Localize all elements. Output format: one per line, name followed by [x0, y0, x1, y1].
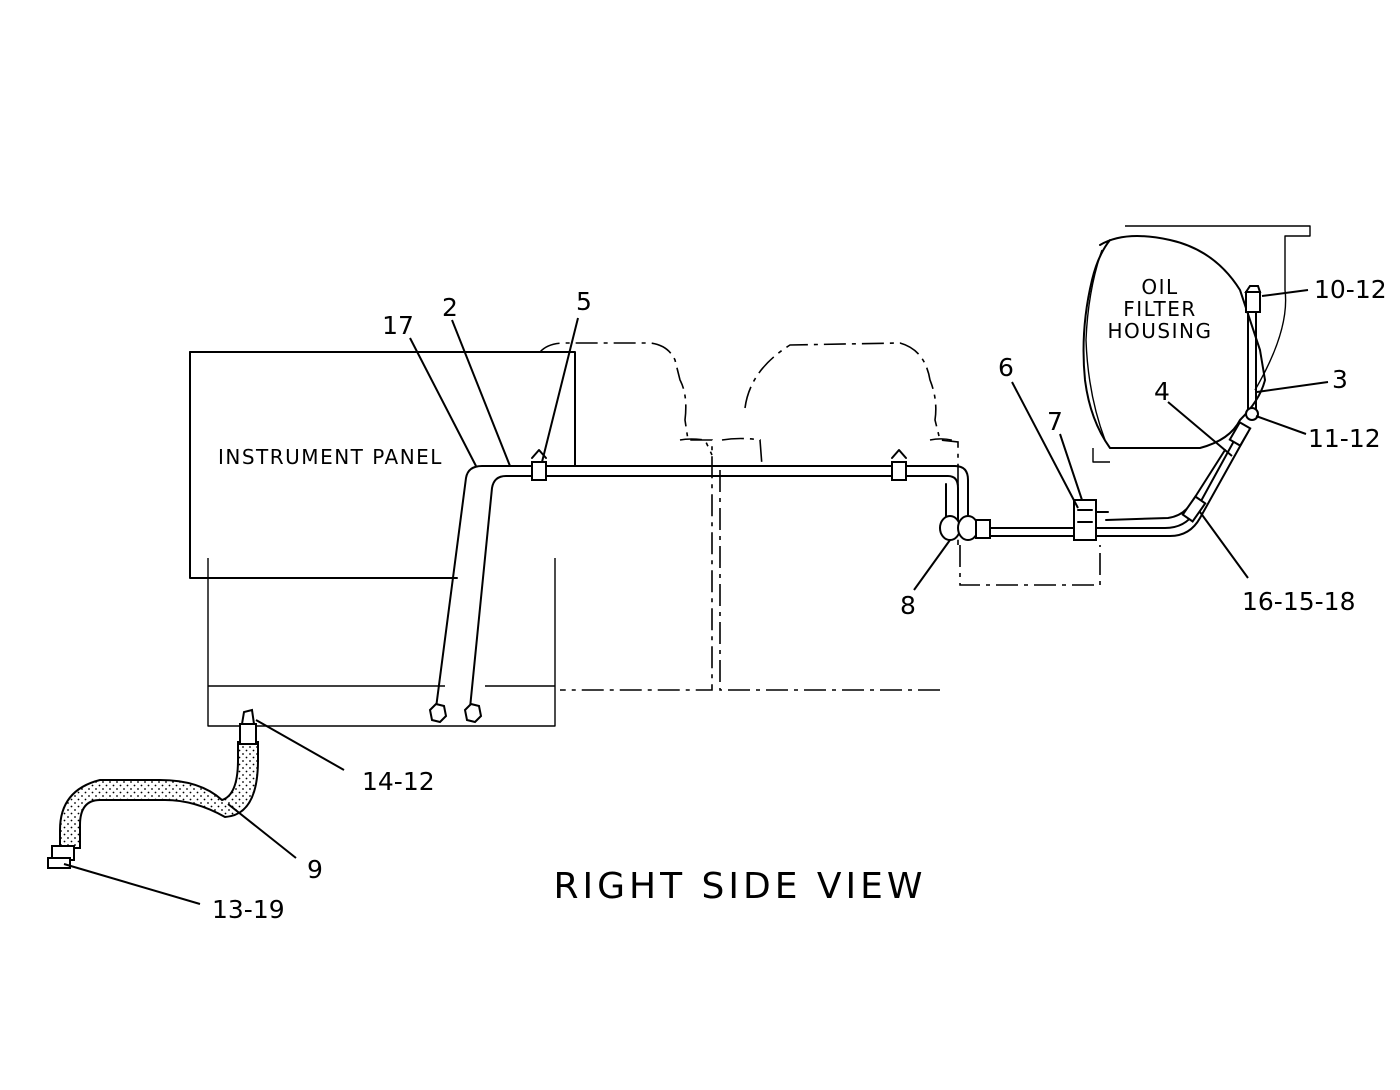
callout-14-12: 14-12	[362, 767, 435, 796]
oil-filter-label-line1: OIL	[1141, 275, 1178, 299]
callout-4: 4	[1154, 377, 1170, 406]
drawing-title: RIGHT SIDE VIEW	[554, 866, 927, 907]
tube-assembly-3-4	[1095, 285, 1262, 537]
engine-outline	[539, 342, 1101, 691]
tube-assembly-2-17	[428, 465, 969, 724]
callout-3: 3	[1332, 365, 1348, 394]
instrument-panel-label: INSTRUMENT PANEL	[218, 445, 443, 469]
callout-8: 8	[900, 591, 916, 620]
callout-16-15-18: 16-15-18	[1242, 587, 1355, 616]
callout-9: 9	[307, 855, 323, 884]
callout-6: 6	[998, 353, 1014, 382]
oil-filter-housing	[1082, 225, 1311, 463]
oil-filter-label-line2: FILTER	[1123, 297, 1197, 321]
callout-7: 7	[1047, 407, 1063, 436]
tube-end-nut-right	[463, 702, 483, 724]
callout-10-12: 10-12	[1314, 275, 1387, 304]
clip-5	[531, 449, 907, 481]
connector-8	[939, 515, 1079, 541]
mounting-block-6-7	[1073, 499, 1109, 541]
tube-end-nut-left	[428, 702, 448, 724]
callout-2: 2	[442, 293, 458, 322]
callout-11-12: 11-12	[1308, 424, 1381, 453]
oil-filter-label-line3: HOUSING	[1108, 319, 1213, 343]
hose-9	[47, 708, 259, 869]
callout-17: 17	[382, 311, 414, 340]
callout-13-19: 13-19	[212, 895, 285, 924]
instrument-panel	[189, 351, 576, 727]
leader-lines	[63, 289, 1329, 905]
callout-5: 5	[576, 287, 592, 316]
